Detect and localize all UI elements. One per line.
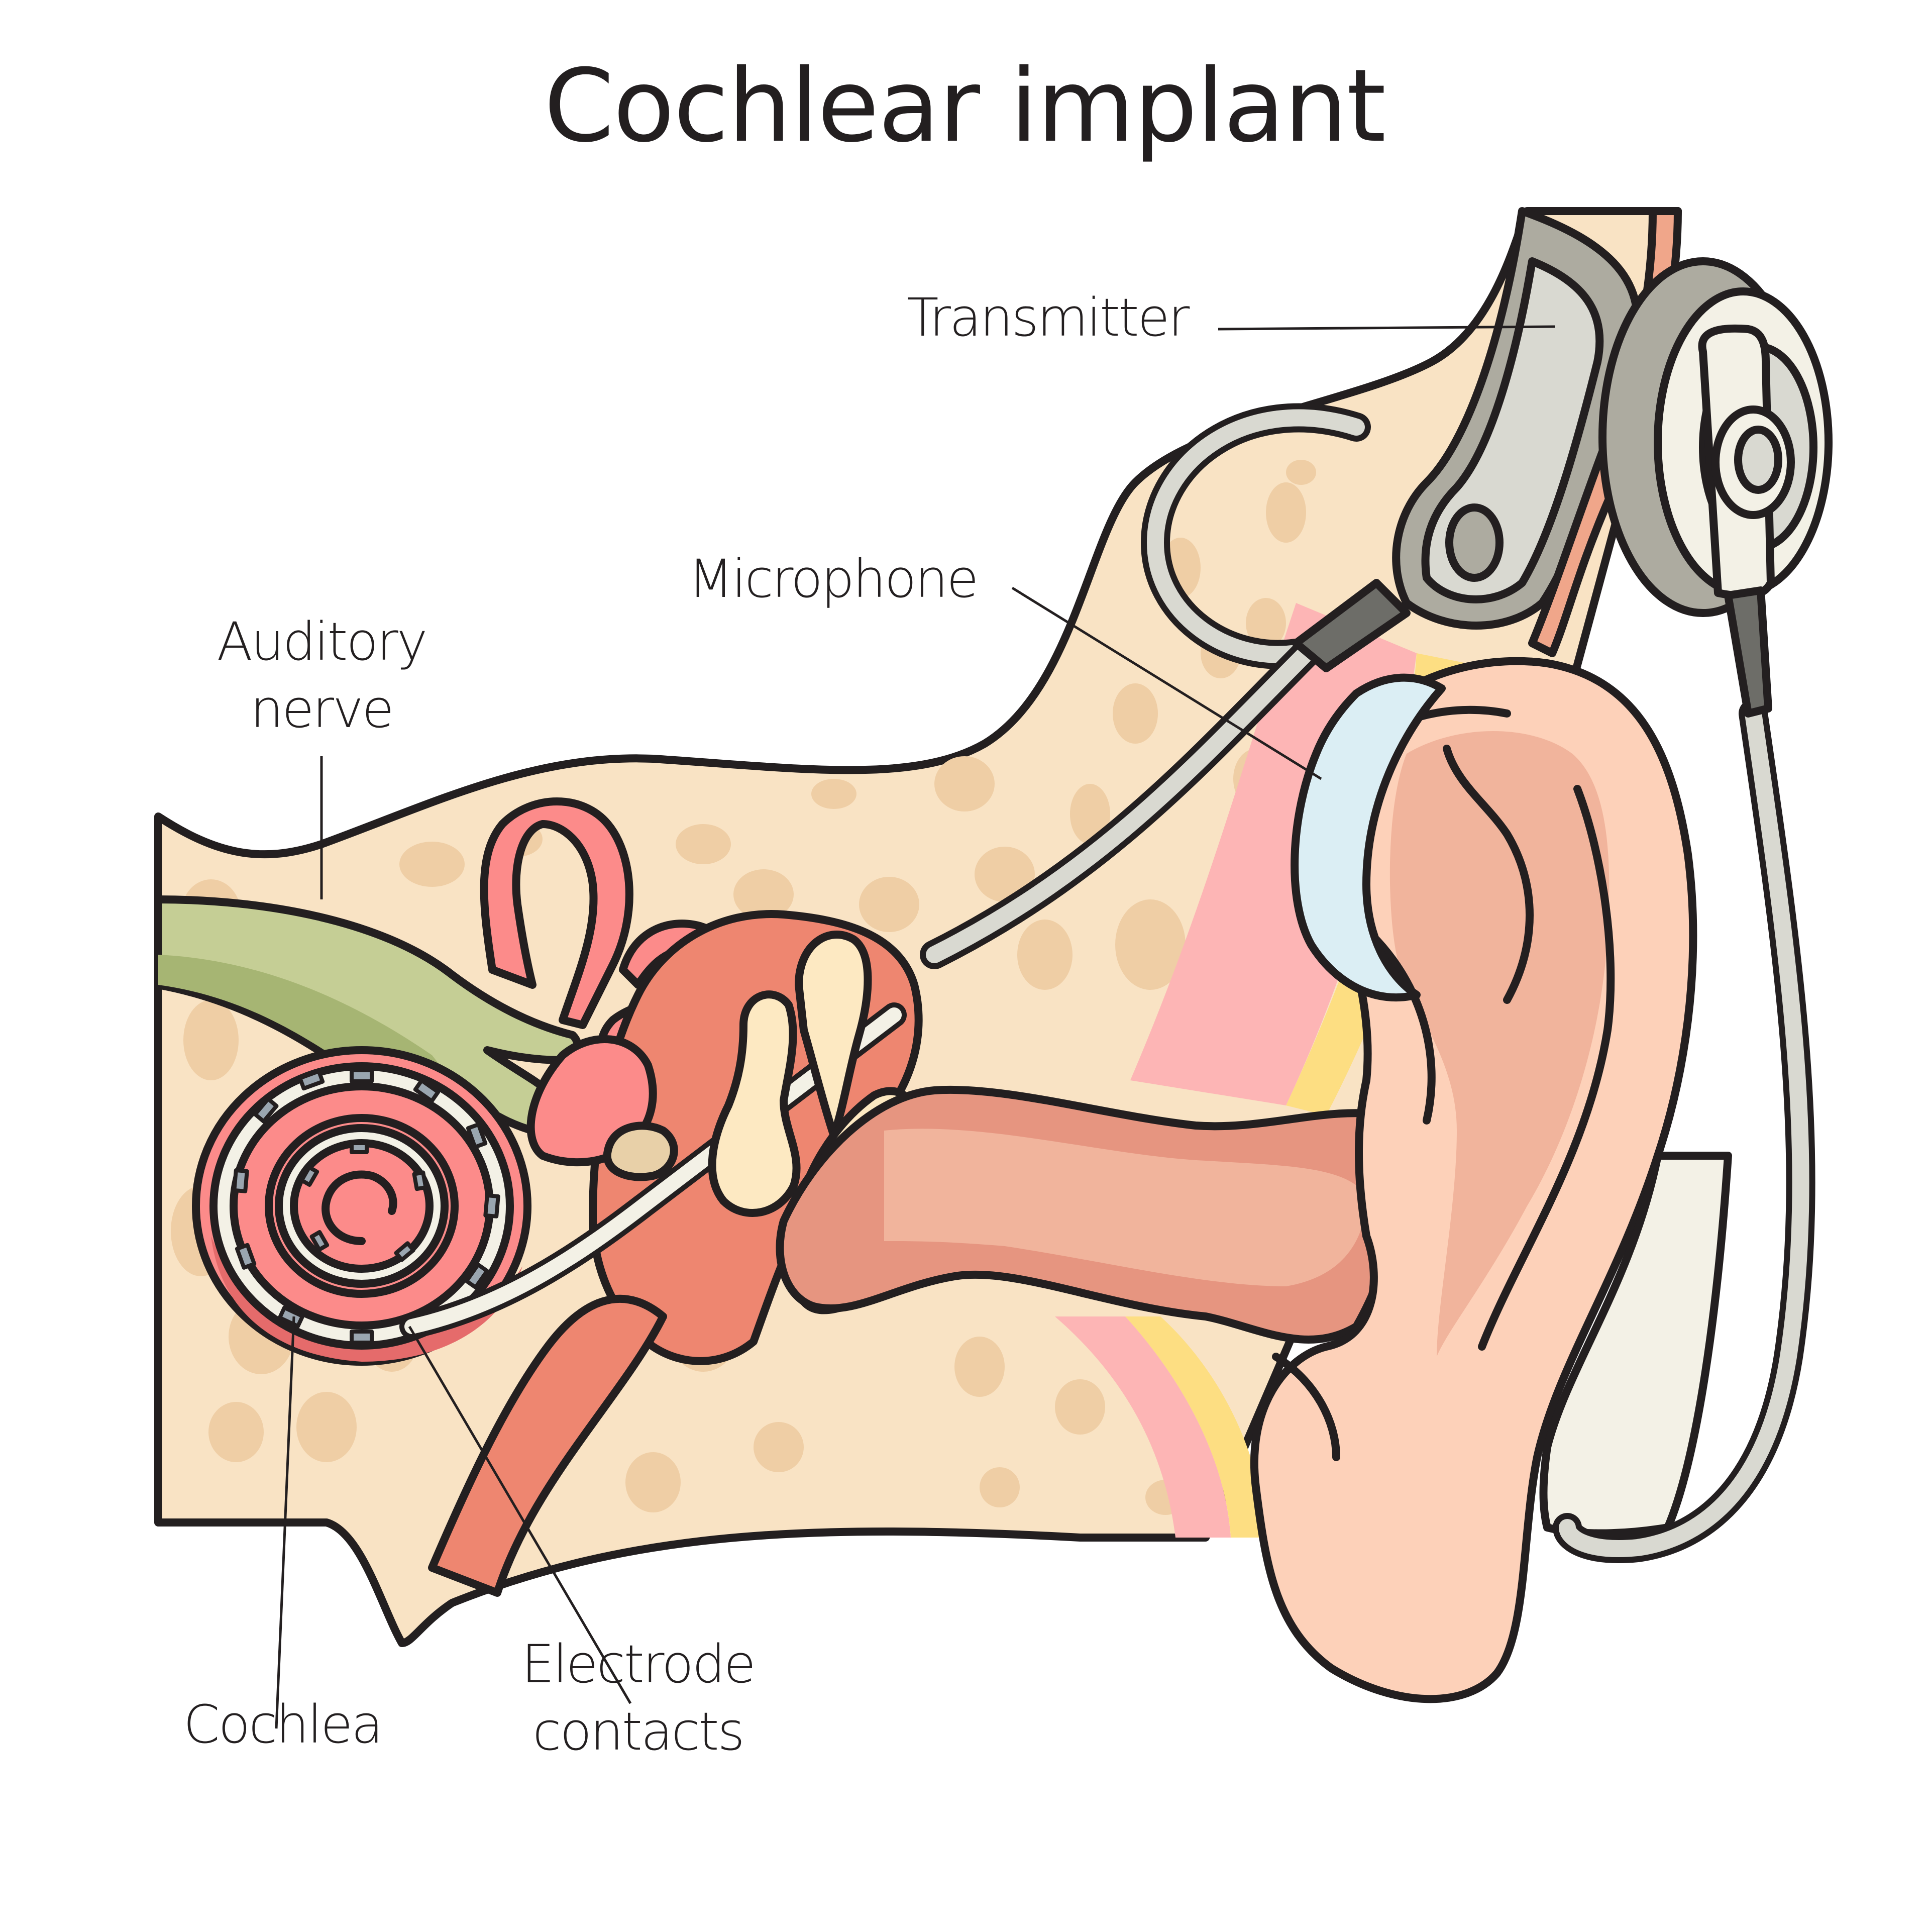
skin-layer-pink-lower	[1055, 1316, 1231, 1538]
microphone-leader	[1011, 586, 1322, 780]
label-cochlea-text: Cochlea	[183, 1694, 383, 1755]
concha	[1389, 731, 1610, 1357]
label-transmitter-text: Transmitter	[907, 287, 1190, 348]
label-electrode-line2: contacts	[532, 1701, 744, 1762]
external-transmitter	[1598, 257, 1833, 718]
semicircular-canals	[480, 797, 633, 1029]
label-electrode-contacts: Electrode contacts	[512, 1631, 764, 1765]
electrode-leader	[408, 1326, 632, 1704]
label-auditory-nerve-line1: Auditory	[217, 611, 428, 672]
stapes	[603, 1122, 678, 1181]
receiver-connector	[1292, 579, 1411, 672]
ossicles	[708, 990, 801, 1217]
label-microphone-text: Microphone	[688, 548, 979, 609]
cochlea-leader	[275, 1316, 295, 1729]
page-title: Cochlear implant	[544, 48, 1386, 165]
label-electrode-line1: Electrode	[521, 1634, 756, 1695]
label-auditory-nerve-line2: nerve	[250, 678, 394, 740]
transmitter-leader	[1218, 325, 1555, 331]
microphone	[1291, 673, 1446, 1002]
skin-layer-yellow-lower	[1125, 1316, 1266, 1538]
label-auditory-nerve: Auditory nerve	[206, 608, 437, 743]
transmitter-connector	[1724, 586, 1772, 718]
eustachian-tube	[428, 1294, 667, 1597]
label-transmitter: Transmitter	[907, 284, 1190, 351]
label-microphone: Microphone	[688, 545, 979, 613]
leader-lines	[275, 325, 1555, 1729]
label-cochlea: Cochlea	[183, 1691, 383, 1758]
